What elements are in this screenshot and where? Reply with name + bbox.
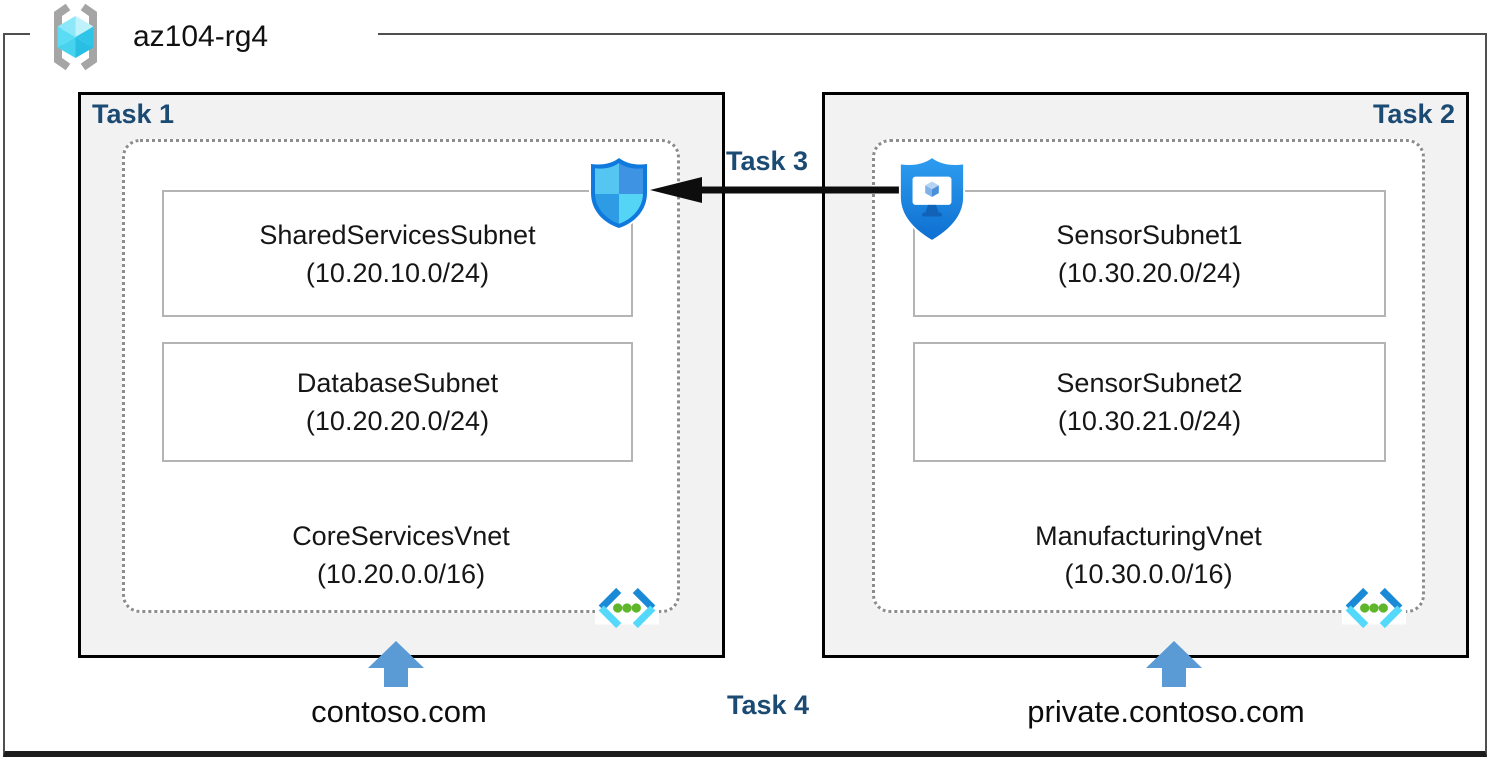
subnet-cidr: (10.20.20.0/24) (305, 406, 490, 436)
task4-label: Task 4 (726, 690, 810, 720)
private-contoso-dns-zone-label: private.contoso.com (1027, 694, 1305, 729)
arrowhead-left (650, 177, 702, 203)
task1-label: Task 1 (92, 99, 175, 129)
dns-arrow-up (368, 641, 424, 687)
bastion-icon (898, 155, 966, 243)
subnet-cidr: (10.20.10.0/24) (305, 257, 490, 288)
cube-glyph (925, 181, 939, 198)
virtual-network-icon (1342, 587, 1406, 629)
cube-glyph (57, 16, 94, 58)
dns-arrow-up (1146, 641, 1202, 687)
resource-group-label-gap (30, 26, 378, 42)
task2-label: Task 2 (1372, 99, 1455, 129)
network-security-group-icon (589, 155, 649, 231)
vnet-name: ManufacturingVnet (1035, 521, 1262, 551)
subnet-cidr: (10.30.21.0/24) (1057, 406, 1242, 436)
resource-group-icon (54, 3, 97, 71)
contoso-dns-zone-label: contoso.com (311, 694, 487, 729)
monitor-stand (925, 204, 939, 213)
vnet-cidr: (10.30.0.0/16) (1064, 559, 1233, 589)
shared-services-subnet-box: SharedServicesSubnet (10.20.10.0/24) (162, 190, 633, 317)
peering-arrow (650, 177, 916, 203)
virtual-network-icon (595, 587, 659, 629)
vnet-cidr: (10.20.0.0/16) (316, 559, 486, 589)
subnet-name: SharedServicesSubnet (259, 219, 536, 250)
subnet-name: DatabaseSubnet (296, 368, 499, 398)
task3-label: Task 3 (725, 146, 809, 176)
sensor-subnet1-box: SensorSubnet1 (10.30.20.0/24) (913, 190, 1386, 317)
core-services-vnet-label: CoreServicesVnet (10.20.0.0/16) (122, 517, 680, 593)
subnet-name: SensorSubnet1 (1056, 219, 1243, 250)
resource-group-frame (3, 33, 1487, 757)
subnet-cidr: (10.30.20.0/24) (1057, 257, 1242, 288)
resource-group-name: az104-rg4 (133, 20, 269, 53)
vnet-name: CoreServicesVnet (292, 521, 510, 551)
manufacturing-vnet-label: ManufacturingVnet (10.30.0.0/16) (872, 517, 1425, 593)
sensor-subnet2-box: SensorSubnet2 (10.30.21.0/24) (913, 342, 1386, 462)
subnet-name: SensorSubnet2 (1056, 368, 1243, 398)
database-subnet-box: DatabaseSubnet (10.20.20.0/24) (162, 342, 633, 462)
